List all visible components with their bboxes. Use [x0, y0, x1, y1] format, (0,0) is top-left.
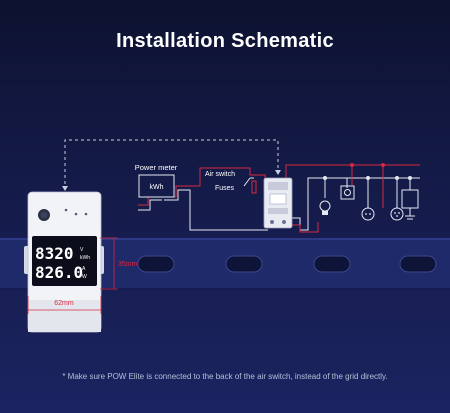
junction-dot — [408, 176, 412, 180]
lcd-reading-1: 8320 — [35, 244, 74, 263]
lcd-reading-2: 826.0 — [35, 263, 83, 282]
light-bulb-icon — [319, 200, 331, 215]
led-indicator-icon — [84, 212, 88, 216]
rail-slot — [225, 255, 263, 273]
rail-slot — [399, 255, 437, 273]
power-meter-box — [138, 174, 175, 198]
lcd-unit-1-bottom: kWh — [80, 255, 90, 261]
height-dimension-label: 35mm — [118, 261, 138, 268]
junction-dot — [381, 163, 385, 167]
arrow-down-icon — [275, 170, 281, 175]
junction-dot — [366, 176, 370, 180]
connection-dashed-line — [64, 139, 279, 190]
lcd-unit-2-bottom: W — [82, 274, 87, 280]
outlet-box-icon — [401, 189, 419, 220]
socket-icon — [390, 207, 404, 221]
footnote: * Make sure POW Elite is connected to th… — [62, 372, 388, 381]
height-dimension — [100, 237, 118, 290]
junction-dot — [323, 176, 327, 180]
power-meter-unit: kWh — [150, 184, 164, 191]
led-indicator-icon — [64, 208, 68, 212]
junction-dot — [350, 163, 354, 167]
arrow-down-icon — [62, 186, 68, 191]
junction-dot — [395, 176, 399, 180]
lcd-unit-1-top: V — [80, 247, 84, 253]
fuses-label: Fuses — [215, 185, 235, 192]
pow-elite-device — [24, 191, 104, 333]
led-indicator-icon — [74, 212, 78, 216]
rail-slot — [137, 255, 175, 273]
switch-symbol-icon — [243, 177, 254, 187]
fuse-symbol-icon — [251, 180, 257, 194]
width-dimension-label: 62mm — [54, 300, 74, 307]
power-meter-label: Power meter — [135, 163, 178, 172]
lcd-unit-2-top: A — [82, 266, 86, 272]
socket-icon — [361, 207, 375, 221]
wall-switch-icon — [340, 185, 355, 200]
lcd-screen — [32, 236, 97, 286]
page-title: Installation Schematic — [116, 30, 334, 52]
live-wiring — [138, 164, 420, 233]
width-dimension — [27, 296, 102, 314]
air-switch-module — [263, 177, 293, 229]
rail-slot — [313, 255, 351, 273]
air-switch-label: Air switch — [205, 171, 235, 178]
